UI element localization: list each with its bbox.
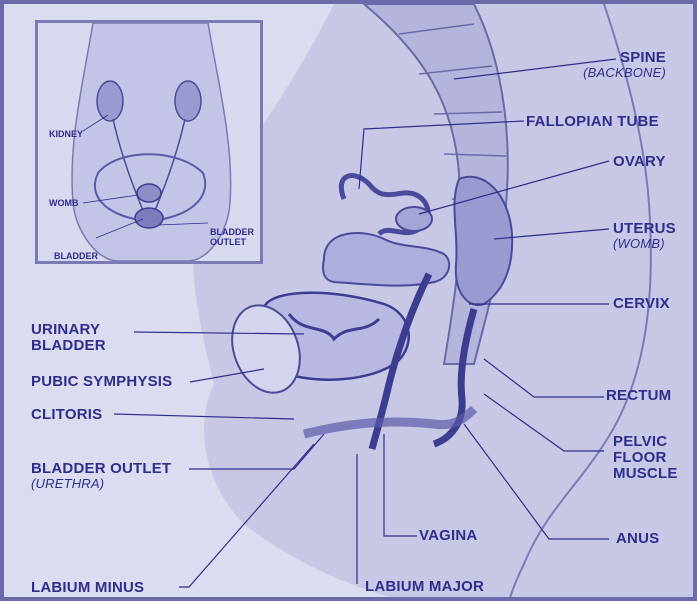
label-clitoris: CLITORIS (31, 407, 102, 423)
label-urinary-line2: BLADDER (31, 337, 106, 354)
inset-panel: KIDNEY WOMB BLADDER BLADDER OUTLET (35, 20, 263, 264)
label-pelvic-line2: FLOOR (613, 449, 667, 466)
inset-kidney-left (97, 81, 123, 121)
label-cervix: CERVIX (613, 296, 670, 312)
label-fallopian-tube: FALLOPIAN TUBE (526, 114, 659, 130)
label-pubic-symphysis: PUBIC SYMPHYSIS (31, 374, 172, 390)
label-pelvic-line3: MUSCLE (613, 465, 678, 482)
label-uterus: UTERUS (WOMB) (613, 221, 676, 251)
inset-label-bladder-outlet: BLADDER OUTLET (210, 227, 254, 247)
label-rectum: RECTUM (606, 388, 671, 404)
label-bladder-outlet-sub: (URETHRA) (31, 477, 171, 491)
label-uterus-text: UTERUS (613, 220, 676, 237)
label-bladder-outlet: BLADDER OUTLET (URETHRA) (31, 461, 171, 491)
label-urinary-bladder: URINARY BLADDER (31, 322, 106, 354)
label-labium-minus: LABIUM MINUS (31, 580, 144, 596)
ovary-shape (396, 207, 432, 231)
label-uterus-sub: (WOMB) (613, 237, 676, 251)
label-anus: ANUS (616, 531, 659, 547)
label-spine: SPINE (BACKBONE) (583, 50, 666, 80)
label-urinary-line1: URINARY (31, 321, 100, 338)
inset-womb (137, 184, 161, 202)
inset-illustration (38, 23, 260, 261)
label-ovary: OVARY (613, 154, 666, 170)
label-pelvic-floor-muscle: PELVIC FLOOR MUSCLE (613, 434, 678, 482)
label-bladder-outlet-text: BLADDER OUTLET (31, 460, 171, 477)
label-spine-sub: (BACKBONE) (583, 66, 666, 80)
inset-label-bladder-outlet-line1: BLADDER (210, 227, 254, 237)
label-vagina: VAGINA (419, 528, 477, 544)
inset-label-bladder: BLADDER (54, 251, 98, 261)
inset-label-kidney: KIDNEY (49, 129, 83, 139)
inset-label-bladder-outlet-line2: OUTLET (210, 237, 246, 247)
label-pelvic-line1: PELVIC (613, 433, 667, 450)
inset-kidney-right (175, 81, 201, 121)
label-labium-major: LABIUM MAJOR (365, 579, 484, 595)
label-spine-text: SPINE (620, 49, 666, 66)
inset-label-womb: WOMB (49, 198, 79, 208)
